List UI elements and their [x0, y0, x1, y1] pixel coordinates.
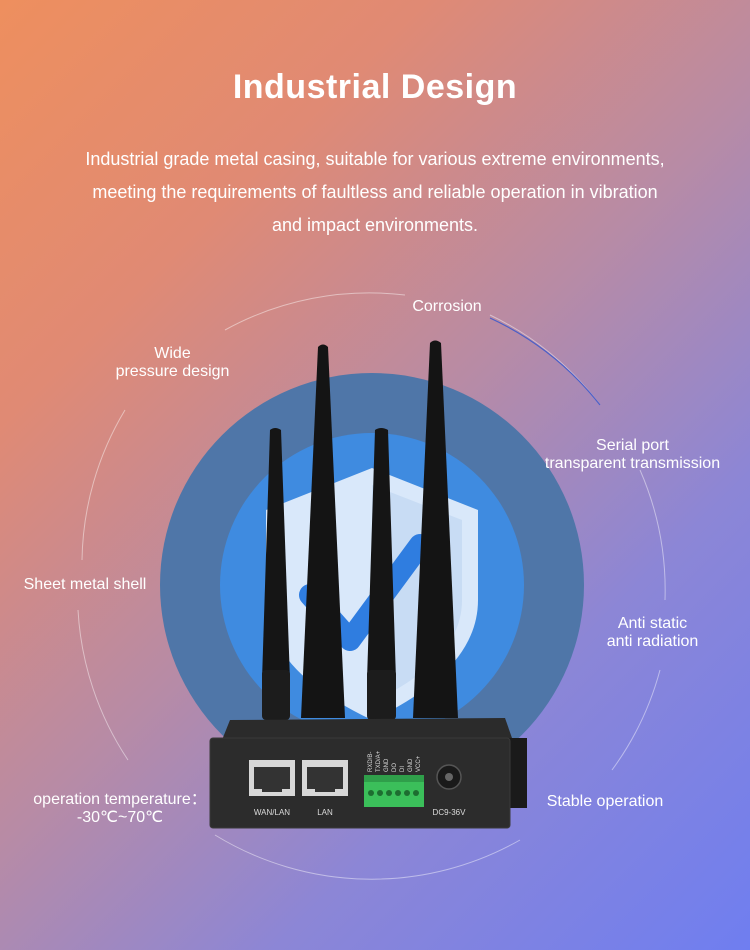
power-label: DC9-36V — [433, 808, 467, 817]
terminal-label-6: GND — [408, 758, 414, 772]
feature-anti-static: Anti static anti radiation — [606, 615, 699, 650]
terminal-label-7: VCC+ — [416, 755, 422, 772]
ethernet-port-lan — [302, 760, 348, 796]
description-line-2: meeting the requirements of faultless an… — [92, 182, 658, 202]
antenna-center-right — [367, 428, 396, 680]
port-label-wan: WAN/LAN — [254, 808, 290, 817]
terminal-label-4: DO — [392, 763, 398, 772]
terminal-label-3: GND — [384, 758, 390, 772]
feature-wide-pressure: Wide pressure design — [115, 345, 230, 380]
terminal-label-2: TXD/A+ — [376, 750, 382, 772]
description-line-1: Industrial grade metal casing, suitable … — [85, 149, 665, 169]
feature-sheet-metal: Sheet metal shell — [23, 576, 147, 593]
port-label-lan: LAN — [317, 808, 333, 817]
page-title: Industrial Design — [232, 68, 518, 106]
ethernet-port-wan — [249, 760, 295, 796]
antenna-right — [413, 340, 458, 718]
feature-serial-port: Serial port transparent transmission — [544, 437, 721, 472]
feature-temperature: operation temperature： -30℃~70℃ — [33, 791, 207, 826]
feature-corrosion: Corrosion — [412, 298, 482, 315]
description-line-3: and impact environments. — [271, 215, 479, 235]
antenna-group — [262, 340, 458, 720]
terminal-label-5: DI — [400, 766, 406, 772]
antenna-left — [262, 428, 290, 680]
router-body: RXD/B- TXD/A+ GND DO DI GND VCC+ WAN/LAN… — [209, 718, 527, 829]
power-jack — [436, 764, 462, 790]
description: Industrial grade metal casing, suitable … — [40, 143, 710, 242]
terminal-label-1: RXD/B- — [368, 752, 374, 772]
feature-stable-operation: Stable operation — [546, 793, 664, 810]
terminal-block — [364, 775, 424, 807]
antenna-center-left — [301, 344, 345, 718]
